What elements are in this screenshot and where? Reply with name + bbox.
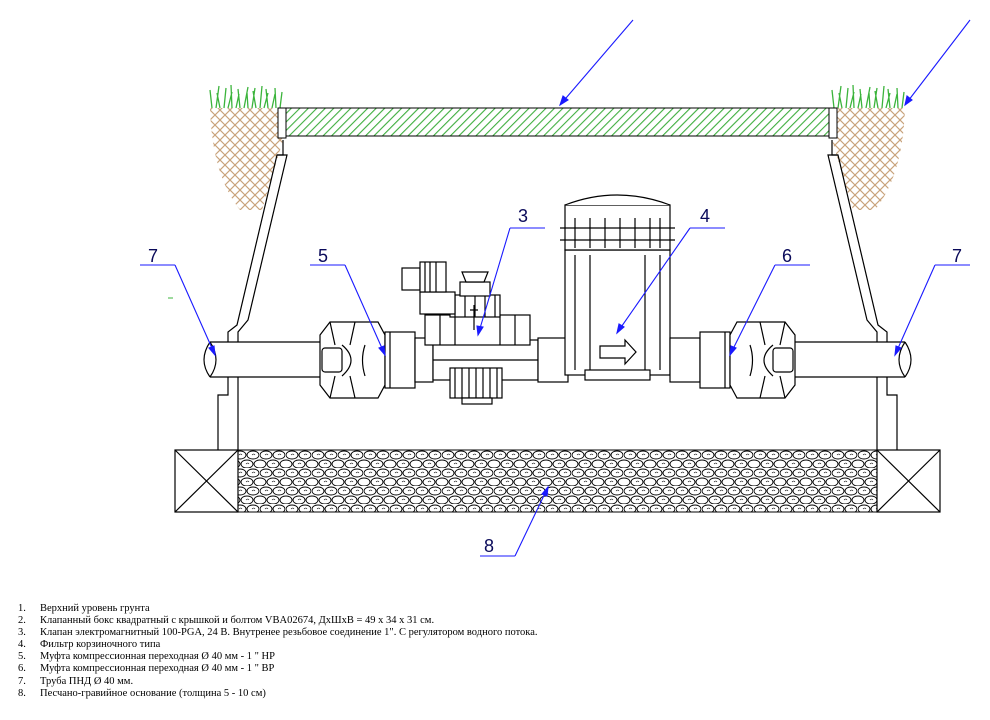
valve-box-walls — [217, 140, 898, 450]
coupling-right — [699, 321, 796, 399]
box-lid — [277, 107, 838, 139]
grass-left — [209, 84, 283, 109]
basket-filter — [537, 194, 701, 383]
valve-box-installation-drawing: 3 4 5 6 7 7 8 — [140, 19, 971, 557]
callout-4: 4 — [700, 206, 710, 226]
soil-right — [832, 108, 905, 210]
callout-8: 8 — [484, 536, 494, 556]
grass-right — [831, 84, 905, 109]
legend-item: 6.Муфта компрессионная переходная Ø 40 м… — [18, 663, 275, 675]
soil-left — [210, 108, 283, 210]
coupling-left — [319, 321, 434, 399]
callout-leaders — [140, 19, 971, 557]
gravel-base — [237, 449, 878, 513]
legend-item: 2.Клапанный бокс квадратный с крышкой и … — [18, 615, 435, 627]
callout-7-right: 7 — [952, 246, 962, 266]
legend-item: 4.Фильтр корзиночного типа — [18, 639, 161, 651]
pipe-left — [203, 341, 326, 378]
solenoid-valve — [401, 261, 539, 405]
pipe-right — [789, 341, 912, 378]
support-block-left — [174, 449, 239, 513]
legend-item: 3.Клапан электромагнитный 100-PGA, 24 В.… — [18, 627, 538, 639]
legend-list: 1.Верхний уровень грунта 2.Клапанный бок… — [18, 603, 538, 700]
legend-item: 5.Муфта компрессионная переходная Ø 40 м… — [18, 651, 275, 663]
callout-5: 5 — [318, 246, 328, 266]
callout-7-left: 7 — [148, 246, 158, 266]
legend-item: 7.Труба ПНД Ø 40 мм. — [18, 675, 134, 687]
callout-6: 6 — [782, 246, 792, 266]
legend-item: 8.Песчано-гравийное основание (толщина 5… — [18, 687, 266, 699]
legend-item: 1.Верхний уровень грунта — [18, 603, 150, 614]
callout-3: 3 — [518, 206, 528, 226]
support-block-right — [876, 449, 941, 513]
